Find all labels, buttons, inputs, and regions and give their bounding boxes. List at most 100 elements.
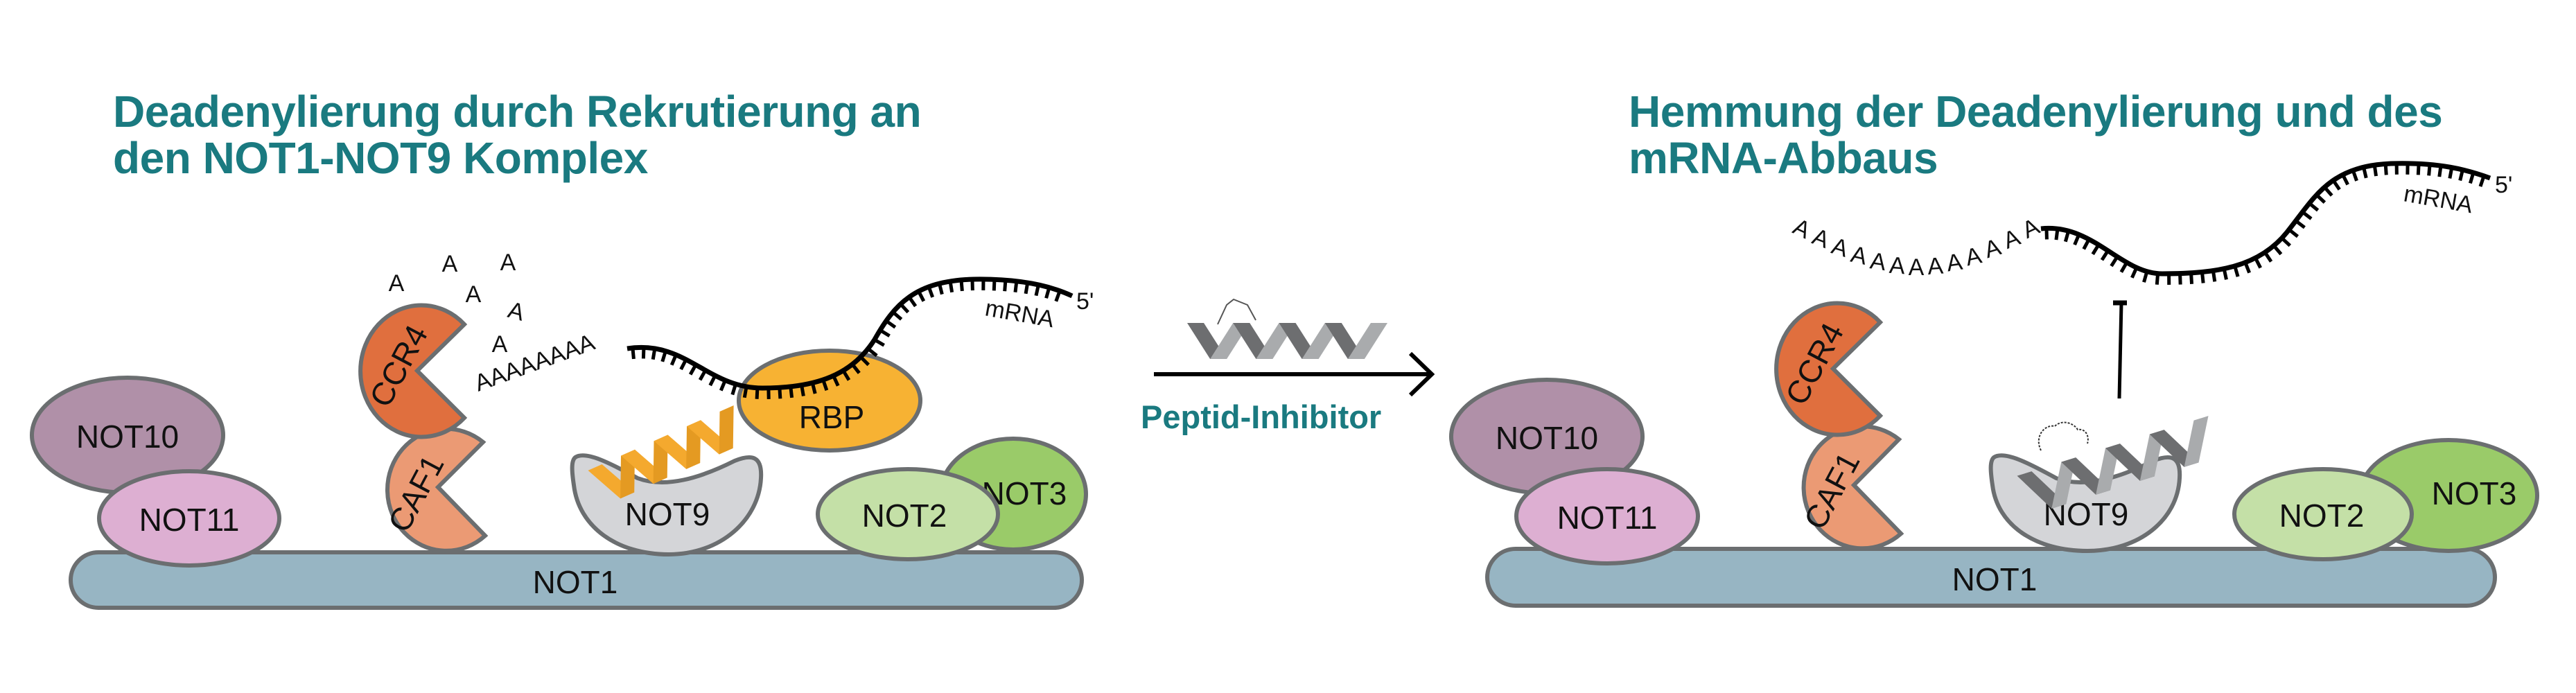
nucleotide-tick bbox=[742, 386, 748, 398]
nucleotide-tick bbox=[2233, 265, 2240, 277]
right-not10: NOT10 bbox=[1449, 378, 1645, 495]
nucleotide-tick bbox=[2427, 164, 2432, 176]
not2-label: NOT2 bbox=[2279, 498, 2365, 534]
nucleotide-tick bbox=[1054, 290, 1062, 302]
nucleotide-tick bbox=[2331, 179, 2341, 191]
nucleotide-tick bbox=[810, 382, 817, 394]
nucleotide-tick bbox=[2073, 234, 2081, 246]
five-prime-label: 5' bbox=[1076, 288, 1094, 315]
nucleotide-tick bbox=[899, 303, 910, 314]
nucleotide-tick bbox=[927, 286, 935, 298]
ccr4-shape bbox=[358, 303, 468, 439]
rbp-shape bbox=[737, 349, 922, 453]
nucleotide-tick bbox=[2437, 165, 2443, 177]
polya-letter: A bbox=[1909, 254, 1925, 281]
nucleotide-tick bbox=[2119, 261, 2128, 273]
nucleotide-tick bbox=[2091, 243, 2101, 256]
nucleotide-tick bbox=[789, 386, 794, 398]
arrow-head-icon bbox=[1408, 351, 1435, 397]
peptide-inhibitor-icon bbox=[1187, 323, 1387, 359]
nucleotide-tick bbox=[917, 290, 926, 302]
right-title-line-2: mRNA-Abbaus bbox=[1629, 133, 1938, 183]
nucleotide-tick bbox=[1044, 287, 1051, 299]
not11-label: NOT11 bbox=[1557, 500, 1658, 536]
right-panel-title: Hemmung der Deadenylierung und des mRNA-… bbox=[1629, 87, 2443, 183]
nucleotide-tick bbox=[2308, 202, 2320, 212]
left-not11: NOT11 bbox=[97, 469, 281, 568]
adenosine: A bbox=[500, 249, 516, 276]
left-ccr4: CCR4 bbox=[358, 303, 468, 439]
not3-label: NOT3 bbox=[2432, 475, 2517, 511]
nucleotide-tick bbox=[669, 353, 678, 366]
nucleotide-tick bbox=[698, 369, 708, 381]
not1-shape bbox=[69, 550, 1084, 610]
nucleotide-tick bbox=[2383, 164, 2388, 175]
nucleotide-tick bbox=[1013, 281, 1019, 292]
nucleotide-tick bbox=[2178, 273, 2182, 285]
ccr4-shape bbox=[1774, 301, 1884, 437]
nucleotide-tick bbox=[2280, 236, 2292, 247]
left-not10: NOT10 bbox=[30, 376, 225, 495]
left-title-line-1: Deadenylierung durch Rekrutierung an bbox=[113, 87, 922, 137]
left-panel: NOT10 NOT1 NOT11 CAF1 CCR4 bbox=[30, 249, 1094, 610]
helix-segment bbox=[2051, 457, 2076, 509]
nucleotide-tick bbox=[2082, 238, 2091, 250]
inhibition-symbol-icon bbox=[2113, 300, 2127, 399]
nucleotide-tick bbox=[2416, 164, 2421, 175]
released-adenosines: A A A A A A bbox=[389, 249, 527, 358]
polya-letter: A bbox=[1868, 247, 1888, 276]
nucleotide-tick bbox=[2288, 228, 2299, 238]
mrna-label: mRNA bbox=[2402, 180, 2476, 218]
nucleotide-tick bbox=[2100, 249, 2110, 261]
polya-letter: A bbox=[1963, 242, 1984, 271]
nucleotide-tick bbox=[2263, 251, 2273, 263]
bound-peptide-inhibitor bbox=[2017, 416, 2209, 509]
nucleotide-tick bbox=[708, 374, 717, 387]
right-panel: NOT10 NOT1 NOT11 CAF1 CCR4 NOT9 bbox=[1449, 161, 2539, 608]
nucleotide-tick bbox=[832, 375, 840, 387]
nucleotide-tick bbox=[651, 348, 657, 360]
polya-letter: A bbox=[1889, 252, 1907, 280]
nucleotide-tick bbox=[660, 350, 667, 362]
left-rbp: RBP bbox=[737, 349, 922, 453]
nucleotide-tick bbox=[2372, 164, 2378, 177]
transition-arrow-group bbox=[1154, 298, 1435, 397]
helix-segment bbox=[2184, 416, 2209, 467]
not10-label: NOT10 bbox=[76, 419, 179, 455]
mrna-nucleotide-ticks bbox=[2044, 163, 2486, 285]
right-not1: NOT1 bbox=[1485, 547, 2497, 608]
helix-segment bbox=[1347, 323, 1387, 359]
right-caf1: CAF1 bbox=[1796, 424, 1904, 551]
nucleotide-tick bbox=[891, 310, 903, 321]
nucleotide-tick bbox=[2254, 257, 2262, 269]
polya-letter: A bbox=[1981, 234, 2004, 263]
nucleotide-tick bbox=[948, 281, 954, 293]
not2-shape bbox=[2232, 467, 2414, 561]
not9-label: NOT9 bbox=[625, 496, 710, 532]
nucleotide-tick bbox=[2272, 244, 2283, 256]
not1-label: NOT1 bbox=[533, 564, 618, 600]
not2-label: NOT2 bbox=[862, 498, 947, 534]
polya-letter: A bbox=[1848, 241, 1870, 270]
polya-letter: A bbox=[1999, 224, 2024, 254]
not2-shape bbox=[816, 467, 1000, 561]
nucleotide-tick bbox=[907, 296, 918, 308]
nucleotide-tick bbox=[2341, 173, 2349, 186]
nucleotide-tick bbox=[2351, 169, 2358, 182]
right-title-line-1: Hemmung der Deadenylierung und des bbox=[1629, 87, 2443, 137]
mrna-nucleotide-ticks bbox=[631, 279, 1062, 399]
not11-label: NOT11 bbox=[139, 502, 240, 538]
nucleotide-tick bbox=[2469, 172, 2476, 184]
polya-letter: A bbox=[2018, 213, 2044, 244]
nucleotide-tick bbox=[873, 338, 885, 347]
nucleotide-tick bbox=[2362, 166, 2368, 179]
right-not2: NOT2 bbox=[2232, 467, 2414, 561]
rbp-label: RBP bbox=[799, 399, 865, 435]
nucleotide-tick bbox=[688, 364, 698, 376]
right-not11: NOT11 bbox=[1514, 467, 1700, 565]
nucleotide-tick bbox=[719, 379, 727, 392]
